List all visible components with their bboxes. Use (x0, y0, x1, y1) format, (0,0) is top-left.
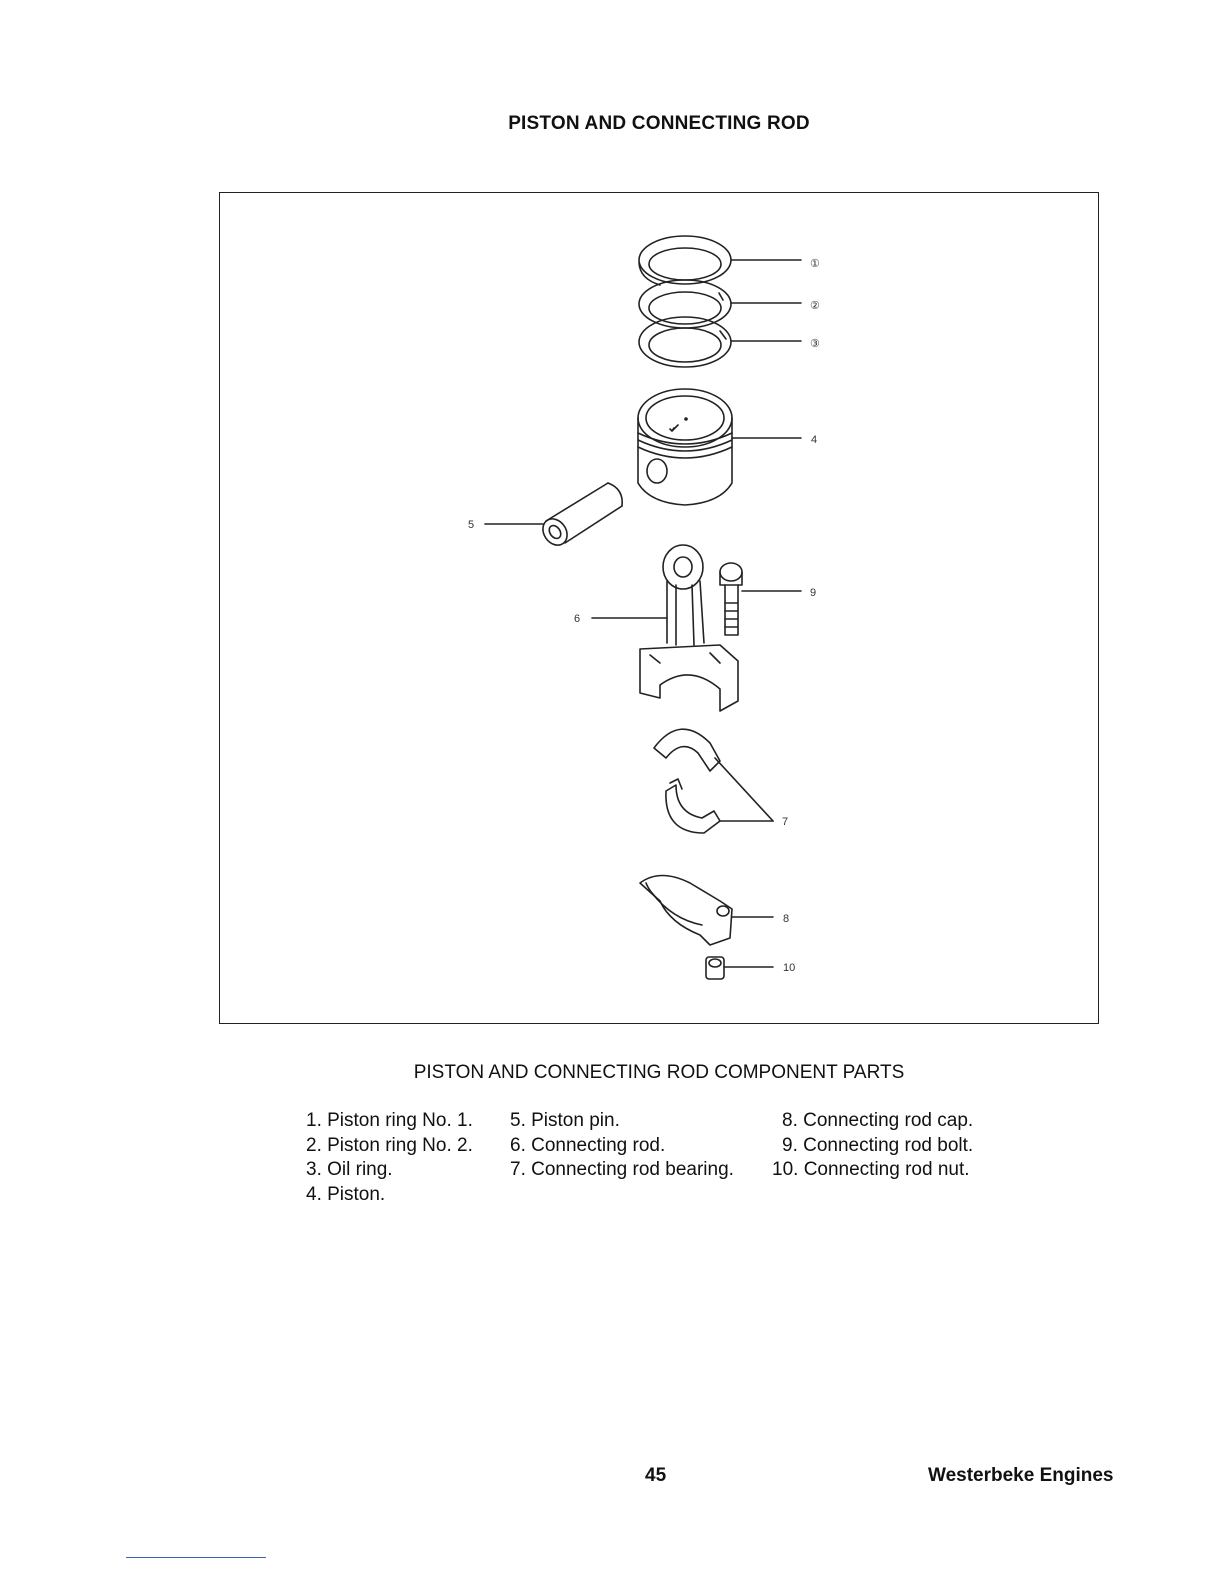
page-number: 45 (645, 1465, 667, 1486)
callout-8: 8 (783, 913, 789, 925)
part-item: 5. Piston pin. (510, 1110, 620, 1131)
callout-7: 7 (782, 816, 788, 828)
connecting-rod-cap-drawing (639, 874, 774, 946)
callout-10: 10 (783, 962, 795, 974)
piston-assembly-diagram: ① ② ③ 4 5 6 7 8 9 10 (468, 235, 820, 980)
part-item: 3. Oil ring. (306, 1159, 393, 1180)
part-item: 10. Connecting rod nut. (772, 1159, 970, 1180)
callout-5: 5 (468, 519, 474, 531)
exploded-view-figure: ① ② ③ 4 5 6 7 8 9 10 (219, 192, 1099, 1024)
part-item: 9. Connecting rod bolt. (782, 1134, 974, 1156)
piston-drawing (637, 388, 802, 506)
piston-ring-2-drawing (638, 279, 802, 329)
part-item: 1. Piston ring No. 1. (306, 1110, 473, 1131)
part-item: 4. Piston. (306, 1183, 386, 1205)
connecting-rod-bolt-drawing (719, 562, 802, 636)
part-item: 7. Connecting rod bearing. (510, 1159, 734, 1180)
parts-column-3: 8. Connecting rod cap. 9. Connecting rod… (772, 1109, 973, 1183)
piston-ring-1-drawing (638, 235, 802, 286)
callout-2: ② (810, 300, 820, 312)
parts-column-1: 1. Piston ring No. 1. 2. Piston ring No.… (306, 1109, 473, 1207)
callout-4: 4 (811, 434, 817, 446)
connecting-rod-bearing-drawing (653, 728, 774, 834)
piston-pin-drawing (484, 482, 624, 546)
figure-caption: PISTON AND CONNECTING ROD COMPONENT PART… (413, 1062, 905, 1083)
part-item: 8. Connecting rod cap. (782, 1110, 974, 1131)
connecting-rod-drawing (591, 544, 739, 712)
parts-column-2: 5. Piston pin. 6. Connecting rod. 7. Con… (510, 1109, 734, 1183)
footer-brand: Westerbeke Engines (928, 1465, 1114, 1486)
bottom-rule (126, 1557, 266, 1558)
oil-ring-drawing (638, 316, 802, 368)
part-item: 6. Connecting rod. (510, 1134, 666, 1156)
part-item: 2. Piston ring No. 2. (306, 1134, 473, 1156)
connecting-rod-nut-drawing (705, 956, 774, 980)
page-title: PISTON AND CONNECTING ROD (508, 113, 810, 134)
callout-1: ① (810, 258, 820, 270)
callout-6: 6 (574, 613, 580, 625)
callout-9: 9 (810, 587, 816, 599)
callout-3: ③ (810, 338, 820, 350)
